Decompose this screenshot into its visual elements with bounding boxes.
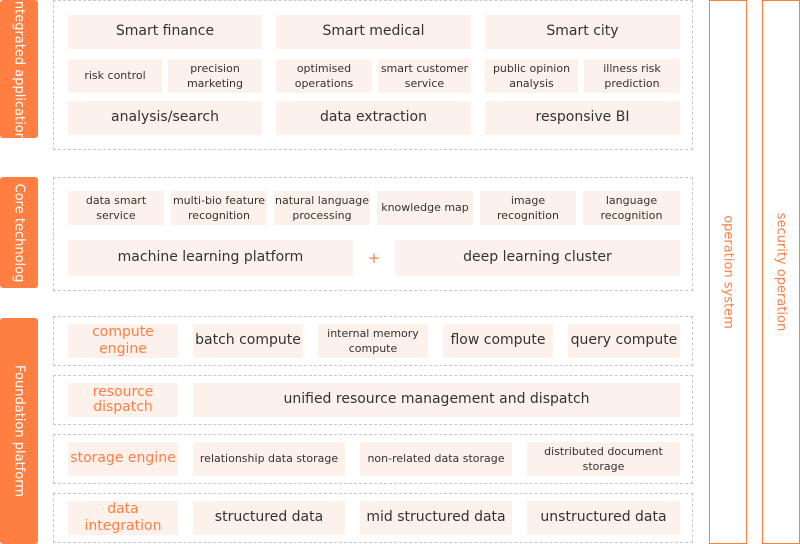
flow-compute: flow compute xyxy=(443,324,553,358)
operation-system-text: operation system xyxy=(720,215,736,329)
function-responsive-bi: responsive BI xyxy=(485,101,680,135)
tech-data-smart-service: data smart service xyxy=(68,191,164,225)
core-technology-text: Core technolog xyxy=(11,183,27,282)
storage-engine-label: storage engine xyxy=(68,442,178,476)
core-technology-label: Core technolog xyxy=(0,177,38,288)
non-related-data-storage: non-related data storage xyxy=(360,442,512,476)
query-compute: query compute xyxy=(568,324,680,358)
batch-compute: batch compute xyxy=(193,324,303,358)
sub-risk-control: risk control xyxy=(68,59,162,93)
function-data-extraction: data extraction xyxy=(276,101,471,135)
foundation-platform-label: Foundation platform xyxy=(0,318,38,544)
tech-language-recognition: language recognition xyxy=(583,191,680,225)
data-integration-row xyxy=(53,493,693,543)
resource-dispatch-label: resource dispatch xyxy=(68,383,178,417)
resource-dispatch-row xyxy=(53,375,693,425)
operation-system-bar: operation system xyxy=(709,0,747,544)
relationship-data-storage: relationship data storage xyxy=(193,442,345,476)
tech-knowledge-map: knowledge map xyxy=(377,191,473,225)
sub-illness-risk-prediction: illness risk prediction xyxy=(584,59,680,93)
domain-smart-medical: Smart medical xyxy=(276,15,471,49)
domain-smart-city: Smart city xyxy=(485,15,680,49)
internal-memory-compute: internal memory compute xyxy=(318,324,428,358)
structured-data: structured data xyxy=(193,501,345,535)
domain-smart-finance: Smart finance xyxy=(68,15,262,49)
tech-natural-language-processing: natural language processing xyxy=(274,191,370,225)
sub-public-opinion-analysis: public opinion analysis xyxy=(485,59,578,93)
storage-engine-row xyxy=(53,434,693,484)
plus-sign: + xyxy=(367,249,381,267)
tech-image-recognition: image recognition xyxy=(480,191,576,225)
security-operation-text: security operation xyxy=(773,212,789,332)
compute-engine-label: compute engine xyxy=(68,324,178,358)
unstructured-data: unstructured data xyxy=(527,501,680,535)
tech-multi-bio-feature-recognition: multi-bio feature recognition xyxy=(171,191,267,225)
foundation-platform-text: Foundation platform xyxy=(11,365,27,497)
sub-precision-marketing: precision marketing xyxy=(168,59,262,93)
machine-learning-platform: machine learning platform xyxy=(68,240,353,276)
mid-structured-data: mid structured data xyxy=(360,501,512,535)
integrated-application-panel xyxy=(53,0,693,150)
sub-smart-customer-service: smart customer service xyxy=(378,59,471,93)
function-analysis-search: analysis/search xyxy=(68,101,262,135)
core-technology-panel xyxy=(53,177,693,291)
unified-resource-management: unified resource management and dispatch xyxy=(193,383,680,417)
deep-learning-cluster: deep learning cluster xyxy=(395,240,680,276)
security-operation-bar: security operation xyxy=(762,0,800,544)
distributed-document-storage: distributed document storage xyxy=(527,442,680,476)
integrated-application-label: Integrated application xyxy=(0,0,38,141)
sub-optimised-operations: optimised operations xyxy=(276,59,372,93)
integrated-application-text: Integrated application xyxy=(11,0,27,141)
compute-engine-row xyxy=(53,316,693,366)
data-integration-label: data integration xyxy=(68,501,178,535)
